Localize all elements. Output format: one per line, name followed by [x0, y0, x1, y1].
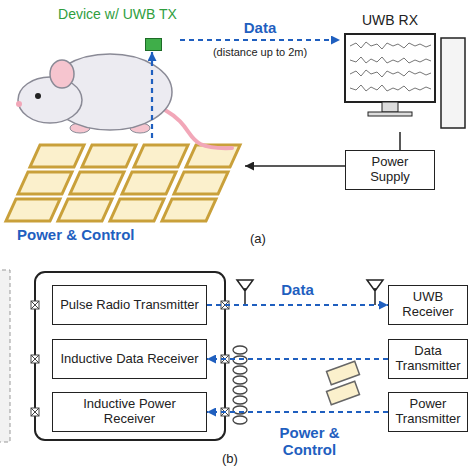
signal-traces: [350, 42, 431, 91]
coil-turn: [233, 376, 247, 384]
node-heading: Power & Control: [17, 226, 217, 243]
text-group: Pulse Radio Transmitter: [60, 298, 199, 313]
box-text: Power Supply: [351, 155, 429, 185]
external-block: UWB Receiver: [388, 285, 468, 325]
circuit-block: Pulse Radio Transmitter: [52, 285, 207, 325]
antenna: [367, 280, 383, 305]
coil-array: [6, 145, 240, 221]
monitor-base: [368, 112, 412, 116]
inductive-link: [207, 358, 388, 360]
coil: [18, 172, 72, 194]
receiver-computer: UWB RX: [340, 10, 470, 132]
transmitter-coils: [327, 361, 360, 404]
coil-array-node: Power & Control: [5, 138, 245, 246]
coil: [58, 199, 112, 221]
pad: [31, 355, 39, 363]
panel-label: (b): [222, 452, 252, 467]
coil: [70, 172, 124, 194]
text-group: UWB Receiver: [394, 290, 462, 320]
box-text: Inductive Power Receiver: [58, 397, 201, 427]
mouse-eye: [35, 93, 41, 99]
box-text: Inductive Data Receiver: [60, 352, 198, 367]
antenna: [237, 280, 253, 305]
coil-turn: [233, 396, 247, 404]
text-group: Inductive Data Receiver: [60, 352, 198, 367]
trace: [350, 70, 431, 77]
coil-turn: [233, 416, 247, 424]
coil: [110, 199, 164, 221]
edge-label: Data: [242, 19, 279, 36]
coil-turn: [233, 366, 247, 374]
mouse-ear: [50, 60, 74, 88]
trace: [350, 57, 431, 63]
mouse-nose: [16, 101, 22, 107]
coil-turn: [233, 386, 247, 394]
trace: [350, 85, 431, 91]
implant-chip: [35, 272, 225, 440]
box-text: Data Transmitter: [394, 344, 462, 374]
coil: [134, 145, 188, 167]
coil: [30, 145, 84, 167]
power-link: [151, 52, 153, 138]
data-link: [207, 304, 388, 306]
link-label: Power & Control: [252, 424, 367, 459]
cable: [399, 132, 401, 150]
mouse-tail: [165, 110, 232, 148]
box-text: Pulse Radio Transmitter: [60, 298, 199, 313]
circuit-block: Inductive Data Receiver: [52, 339, 207, 379]
pad: [31, 408, 39, 416]
text-group: Device w/ UWB TX: [55, 6, 180, 22]
node-heading: UWB RX: [340, 12, 440, 28]
text-group: Power Supply: [351, 155, 429, 185]
text-group: Power Transmitter: [394, 397, 462, 427]
uwb-device: [145, 38, 162, 51]
distance-note: (distance up to 2m): [195, 46, 325, 59]
monitor-stand: [382, 102, 398, 112]
panel-label: (a): [250, 232, 280, 247]
pad: [31, 301, 39, 309]
edge-label: Data: [279, 281, 316, 298]
power-supply-box: Power Supply: [345, 150, 435, 190]
external-block: Data Transmitter: [388, 339, 468, 379]
coil: [174, 172, 228, 194]
coil: [122, 172, 176, 194]
coil: [162, 199, 216, 221]
coil: [327, 381, 360, 404]
coil: [6, 199, 60, 221]
coil-turn: [233, 346, 247, 354]
mouse-head: [18, 77, 82, 123]
text-group: UWB RX: [340, 12, 440, 28]
box-text: Power Transmitter: [394, 397, 462, 427]
monitor-screen: [345, 34, 435, 102]
text-group: Data Transmitter: [394, 344, 462, 374]
pad-mark: [31, 355, 39, 363]
pad-mark: [31, 408, 39, 416]
pad-mark: [31, 301, 39, 309]
host-edge: [0, 270, 10, 442]
text-group: Inductive Power Receiver: [58, 397, 201, 427]
coil: [82, 145, 136, 167]
inductive-link: [207, 411, 388, 413]
node-heading: Device w/ UWB TX: [55, 6, 180, 22]
external-block: Power Transmitter: [388, 392, 468, 432]
trace: [350, 42, 431, 49]
device-label: Device w/ UWB TX: [55, 6, 180, 52]
data-link: [180, 39, 340, 41]
power-cable: [245, 165, 345, 167]
computer-tower: [441, 38, 465, 128]
text-group: Power & Control: [17, 226, 217, 243]
circuit-block: Inductive Power Receiver: [52, 392, 207, 432]
box-text: UWB Receiver: [394, 290, 462, 320]
